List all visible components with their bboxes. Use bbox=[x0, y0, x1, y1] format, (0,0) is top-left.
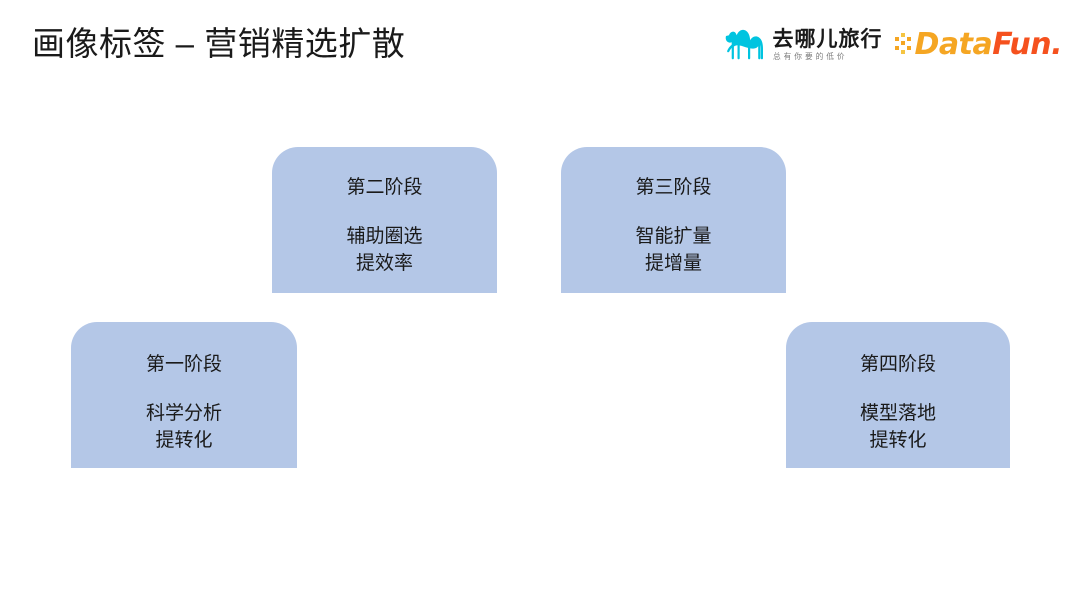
stage-4-line-2: 提转化 bbox=[869, 430, 927, 451]
datafun-word-fun: Fun bbox=[992, 27, 1052, 62]
qunar-tagline: 总有你要的低价 bbox=[772, 51, 848, 61]
page-title: 画像标签 – 营销精选扩散 bbox=[32, 25, 406, 62]
stage-3-body: 智能扩量 提增量 bbox=[635, 223, 711, 277]
datafun-dots-icon bbox=[894, 33, 911, 54]
datafun-word-dot: . bbox=[1051, 27, 1062, 62]
stage-2-line-1: 辅助圈选 bbox=[346, 226, 423, 247]
datafun-wordmark: DataFun. bbox=[914, 27, 1063, 62]
stage-box-2[interactable]: 第二阶段 辅助圈选 提效率 bbox=[272, 147, 497, 293]
stage-3-line-1: 智能扩量 bbox=[635, 226, 712, 247]
logo-bar: 去哪儿旅行 总有你要的低价 DataFun. bbox=[724, 22, 1062, 68]
camel-icon bbox=[725, 29, 763, 60]
qunar-wordmark: 去哪儿旅行 总有你要的低价 bbox=[773, 25, 883, 65]
qunar-logo: 去哪儿旅行 总有你要的低价 bbox=[724, 23, 883, 67]
stage-2-body: 辅助圈选 提效率 bbox=[346, 223, 422, 277]
stage-4-title: 第四阶段 bbox=[859, 354, 936, 375]
stage-1-line-1: 科学分析 bbox=[145, 403, 222, 424]
stage-2-title: 第二阶段 bbox=[346, 177, 423, 198]
stage-box-1[interactable]: 第一阶段 科学分析 提转化 bbox=[71, 322, 297, 468]
stage-box-4[interactable]: 第四阶段 模型落地 提转化 bbox=[786, 322, 1010, 468]
qunar-brand-name: 去哪儿旅行 bbox=[772, 27, 883, 51]
stage-3-line-2: 提增量 bbox=[644, 253, 702, 274]
stage-box-3[interactable]: 第三阶段 智能扩量 提增量 bbox=[561, 147, 786, 293]
stage-1-body: 科学分析 提转化 bbox=[146, 400, 222, 454]
datafun-word-data: Data bbox=[914, 27, 993, 62]
stage-1-title: 第一阶段 bbox=[145, 354, 222, 375]
stage-3-title: 第三阶段 bbox=[635, 177, 712, 198]
stage-1-line-2: 提转化 bbox=[155, 430, 213, 451]
datafun-logo: DataFun. bbox=[894, 23, 1063, 67]
stage-4-line-1: 模型落地 bbox=[859, 403, 936, 424]
stage-2-line-2: 提效率 bbox=[355, 253, 413, 274]
stage-4-body: 模型落地 提转化 bbox=[860, 400, 936, 454]
